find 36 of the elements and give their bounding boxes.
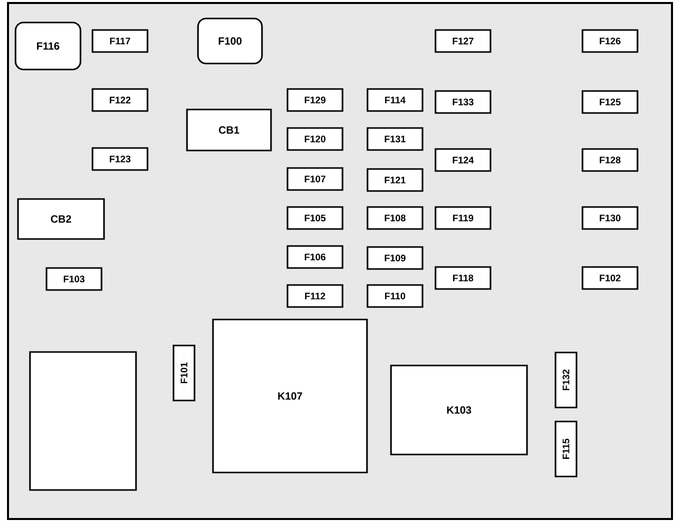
fuse: F133 xyxy=(434,90,492,114)
fuse: F124 xyxy=(434,148,492,172)
fuse: F125 xyxy=(582,90,638,114)
fuse: F128 xyxy=(582,148,638,172)
relay: K103 xyxy=(390,364,528,456)
empty-slot xyxy=(29,351,137,491)
fuse: F118 xyxy=(434,266,492,290)
fuse: F121 xyxy=(366,168,424,192)
fuse: F126 xyxy=(582,29,638,53)
fuse: F110 xyxy=(366,284,424,308)
fuse: F130 xyxy=(582,206,638,230)
fuse: F114 xyxy=(366,88,424,112)
fuse: F132 xyxy=(554,352,578,408)
relay: K107 xyxy=(212,318,368,474)
fuse: F120 xyxy=(286,127,344,151)
fuse: F127 xyxy=(434,29,492,53)
fuse: F129 xyxy=(286,88,344,112)
fuse: F101 xyxy=(172,344,196,402)
fuse: F109 xyxy=(366,246,424,270)
fuse: F107 xyxy=(286,167,344,191)
fuse: F100 xyxy=(197,18,263,64)
fuse: F105 xyxy=(286,206,344,230)
fuse: F123 xyxy=(92,147,148,171)
fuse: F119 xyxy=(434,206,492,230)
circuit-breaker: CB1 xyxy=(186,108,272,152)
fuse: F116 xyxy=(14,22,82,70)
fuse: F102 xyxy=(582,266,638,290)
fuse: F131 xyxy=(366,127,424,151)
fuse: F112 xyxy=(286,284,344,308)
fuse: F108 xyxy=(366,206,424,230)
fuse: F117 xyxy=(92,29,148,53)
fuse: F115 xyxy=(554,420,578,478)
circuit-breaker: CB2 xyxy=(17,198,105,240)
fuse: F106 xyxy=(286,245,344,269)
fuse: F103 xyxy=(46,267,102,291)
fuse: F122 xyxy=(92,88,148,112)
